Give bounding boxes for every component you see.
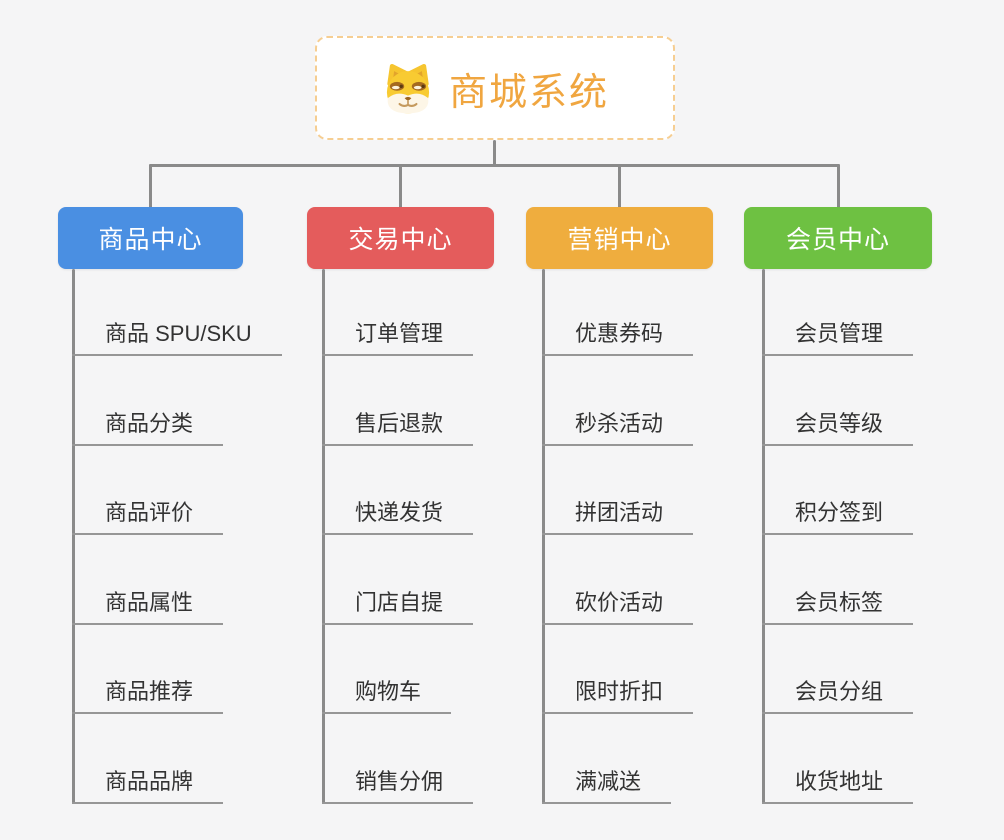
root-node[interactable]: 商城系统 bbox=[315, 36, 675, 140]
connector-trunk bbox=[322, 269, 325, 804]
branch-label: 商品中心 bbox=[98, 226, 203, 254]
mindmap-item[interactable]: 订单管理 bbox=[322, 320, 474, 356]
mindmap-item[interactable]: 售后退款 bbox=[322, 410, 474, 446]
mindmap-item[interactable]: 商品属性 bbox=[72, 589, 224, 625]
mindmap-item[interactable]: 会员等级 bbox=[762, 410, 914, 446]
connector-branch-drop bbox=[836, 164, 840, 210]
mindmap-item[interactable]: 优惠券码 bbox=[542, 320, 694, 356]
mindmap-item[interactable]: 商品评价 bbox=[72, 499, 224, 536]
mindmap-item[interactable]: 收货地址 bbox=[762, 768, 914, 804]
mindmap-item[interactable]: 限时折扣 bbox=[542, 678, 694, 715]
root-title: 商城系统 bbox=[448, 71, 609, 114]
branch-node[interactable]: 营销中心 bbox=[526, 207, 713, 269]
connector-horizontal-bar bbox=[149, 164, 840, 167]
mindmap-item[interactable]: 积分签到 bbox=[762, 499, 914, 536]
mindmap-item[interactable]: 商品 SPU/SKU bbox=[72, 320, 282, 356]
mindmap-item[interactable]: 拼团活动 bbox=[542, 499, 694, 536]
mindmap-item[interactable]: 会员管理 bbox=[762, 320, 914, 356]
mindmap-item[interactable]: 购物车 bbox=[322, 678, 452, 715]
branch-node[interactable]: 会员中心 bbox=[744, 207, 932, 269]
connector-branch-drop bbox=[149, 164, 152, 210]
mindmap-item[interactable]: 商品品牌 bbox=[72, 768, 224, 804]
mindmap-item[interactable]: 商品分类 bbox=[72, 410, 224, 446]
mindmap-item[interactable]: 秒杀活动 bbox=[542, 410, 694, 446]
connector-root-drop bbox=[493, 140, 496, 167]
mindmap-item[interactable]: 砍价活动 bbox=[542, 589, 694, 625]
mindmap-item[interactable]: 商品推荐 bbox=[72, 678, 224, 715]
mindmap-item[interactable]: 门店自提 bbox=[322, 589, 474, 625]
connector-branch-drop bbox=[399, 164, 402, 210]
connector-trunk bbox=[542, 269, 545, 804]
branch-node[interactable]: 交易中心 bbox=[307, 207, 494, 269]
doge-icon bbox=[381, 61, 435, 115]
branch-node[interactable]: 商品中心 bbox=[58, 207, 243, 269]
connector-trunk bbox=[762, 269, 765, 804]
mindmap-item[interactable]: 会员分组 bbox=[762, 678, 914, 715]
branch-label: 交易中心 bbox=[348, 226, 453, 254]
connector-branch-drop bbox=[618, 164, 621, 210]
mindmap-item[interactable]: 快递发货 bbox=[322, 499, 474, 536]
mindmap-item[interactable]: 满减送 bbox=[542, 768, 672, 804]
branch-label: 会员中心 bbox=[785, 226, 890, 254]
connector-trunk bbox=[72, 269, 75, 804]
mindmap-item[interactable]: 销售分佣 bbox=[322, 768, 474, 804]
mindmap-item[interactable]: 会员标签 bbox=[762, 589, 914, 625]
branch-label: 营销中心 bbox=[567, 226, 672, 254]
